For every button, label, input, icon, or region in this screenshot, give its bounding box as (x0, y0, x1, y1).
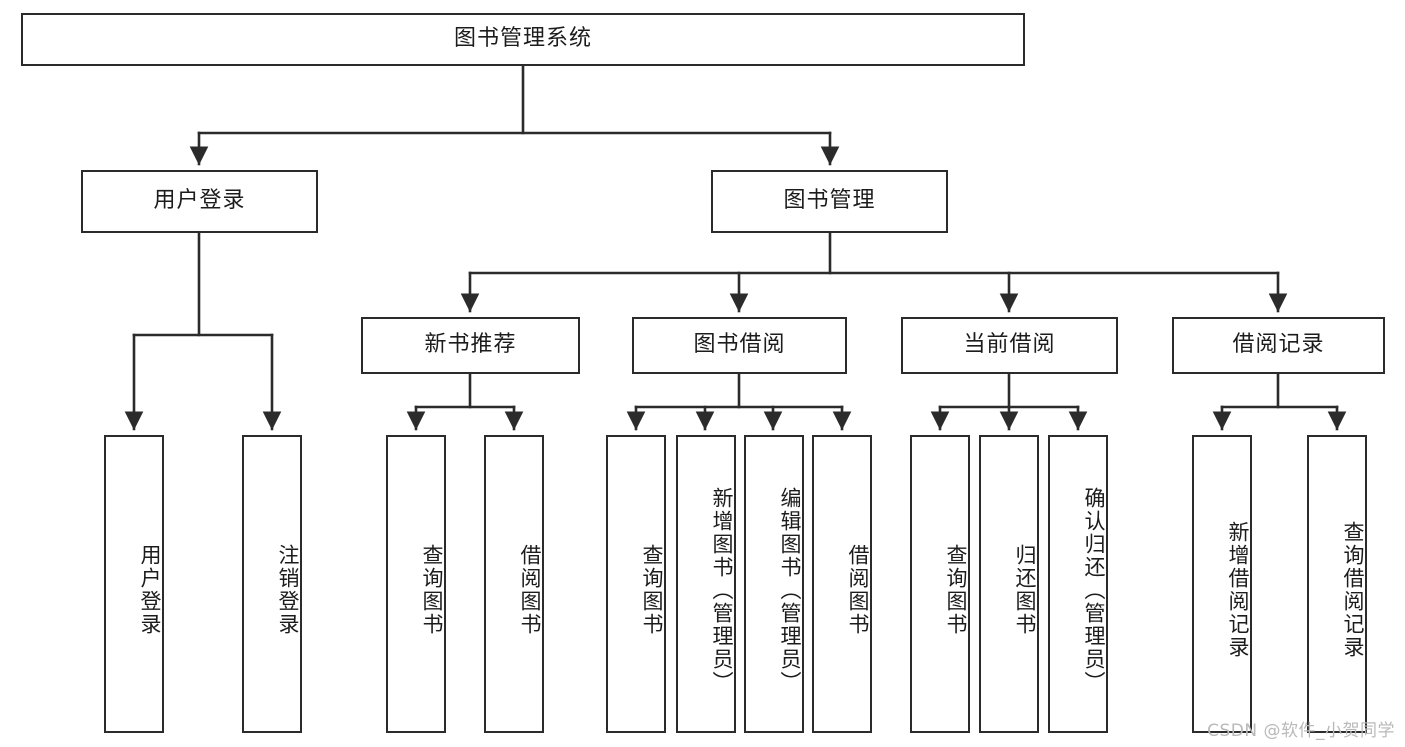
leaf-label: 归还图书 (1013, 544, 1037, 636)
node-borrow-record[interactable]: 借阅记录 (1172, 317, 1385, 374)
leaf-current-borrow-confirm-return-admin[interactable]: 确认归还（管理员） (1048, 435, 1108, 733)
leaf-book-borrow-edit-book-admin[interactable]: 编辑图书（管理员） (744, 435, 804, 733)
leaf-new-book-borrow-book[interactable]: 借阅图书 (484, 435, 544, 733)
leaf-label: 借阅图书 (846, 544, 870, 636)
leaf-book-borrow-add-book-admin[interactable]: 新增图书（管理员） (676, 435, 736, 733)
leaf-label: 查询图书 (640, 544, 664, 636)
leaf-current-borrow-query-book[interactable]: 查询图书 (910, 435, 970, 733)
leaf-current-borrow-return-book[interactable]: 归还图书 (979, 435, 1039, 733)
leaf-borrow-record-add-record[interactable]: 新增借阅记录 (1192, 435, 1252, 733)
leaf-book-borrow-query-book[interactable]: 查询图书 (606, 435, 666, 733)
leaf-label: 查询借阅记录 (1341, 521, 1365, 659)
leaf-label: 借阅图书 (518, 544, 542, 636)
node-current-borrow[interactable]: 当前借阅 (901, 317, 1118, 374)
leaf-label: 注销登录 (276, 544, 300, 636)
leaf-book-borrow-borrow-book[interactable]: 借阅图书 (812, 435, 872, 733)
leaf-borrow-record-query-record[interactable]: 查询借阅记录 (1307, 435, 1367, 733)
leaf-label: 用户登录 (138, 544, 162, 636)
leaf-user-login-logout[interactable]: 注销登录 (242, 435, 302, 733)
leaf-label: 查询图书 (420, 544, 444, 636)
leaf-label: 新增图书（管理员） (710, 486, 734, 694)
leaf-label: 确认归还（管理员） (1082, 486, 1106, 694)
node-book-management[interactable]: 图书管理 (711, 170, 948, 233)
node-new-book-recommend[interactable]: 新书推荐 (361, 317, 580, 374)
leaf-new-book-query-book[interactable]: 查询图书 (386, 435, 446, 733)
leaf-label: 新增借阅记录 (1226, 521, 1250, 659)
node-root-book-management-system[interactable]: 图书管理系统 (21, 13, 1025, 66)
leaf-user-login-login[interactable]: 用户登录 (104, 435, 164, 733)
node-book-borrow[interactable]: 图书借阅 (632, 317, 847, 374)
leaf-label: 编辑图书（管理员） (778, 486, 802, 694)
leaf-label: 查询图书 (944, 544, 968, 636)
node-user-login[interactable]: 用户登录 (81, 170, 318, 233)
